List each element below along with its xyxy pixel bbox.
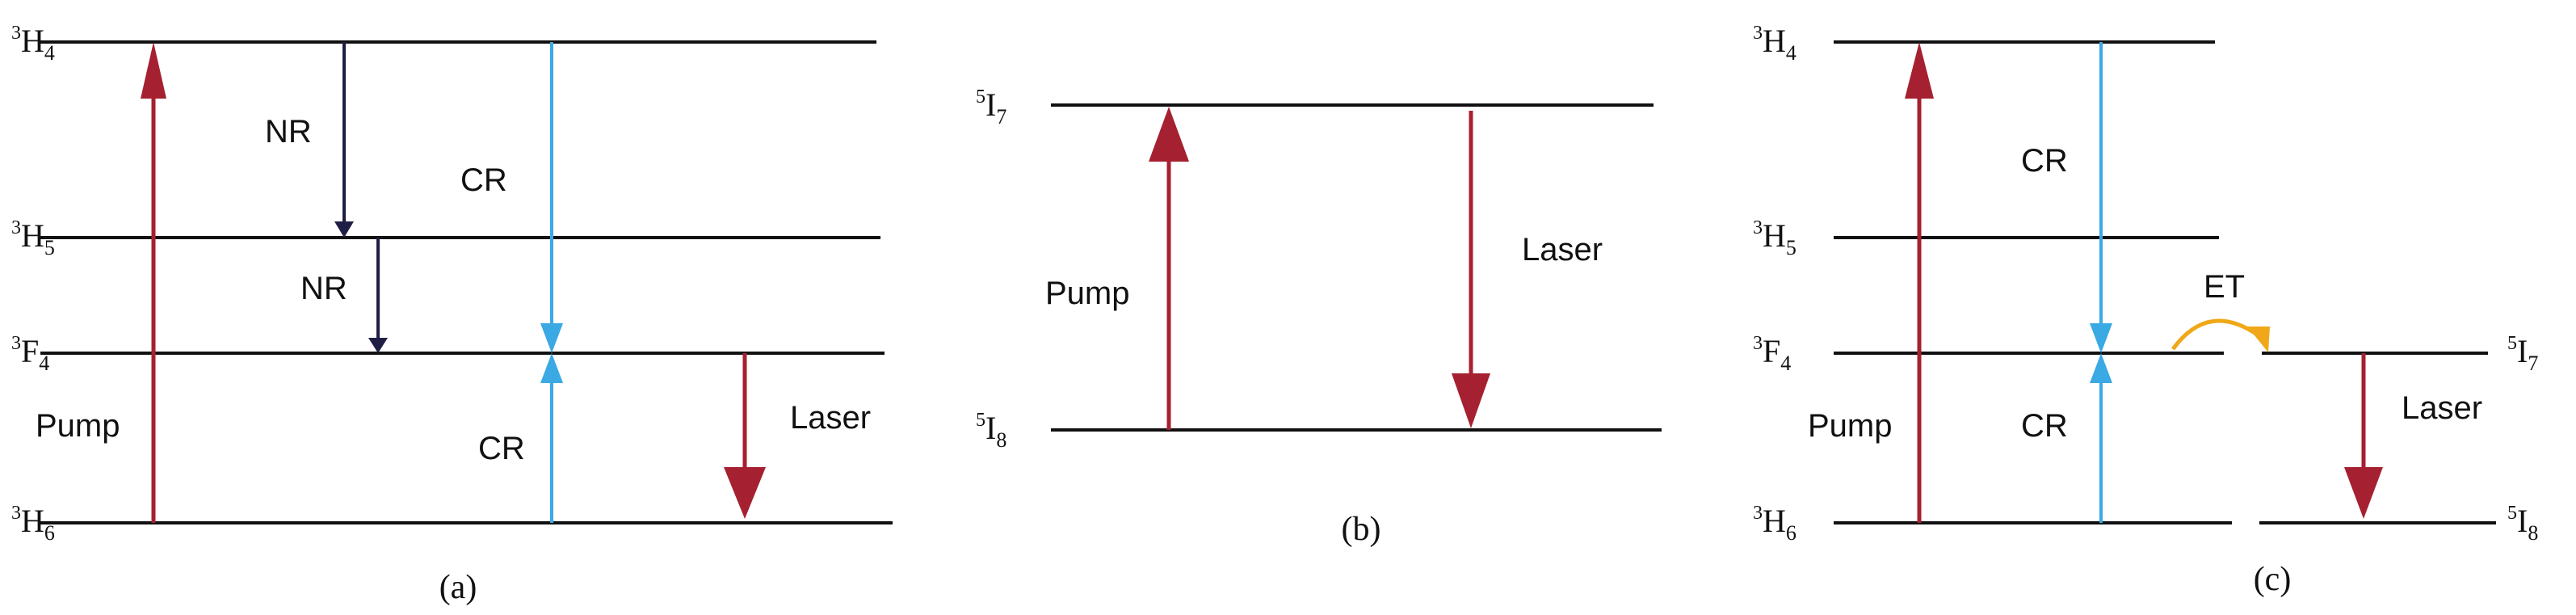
pump-arrow-c xyxy=(1905,42,1934,523)
level-label-c-3h5: 3H5 xyxy=(1753,217,1796,259)
cr-arrow-c-up xyxy=(2090,353,2112,523)
level-label-c-3h4: 3H4 xyxy=(1753,23,1796,65)
level-label-c-3f4: 3F4 xyxy=(1753,333,1791,375)
cr-label-a-top: CR xyxy=(460,162,507,198)
cr-label-c-top: CR xyxy=(2021,143,2068,179)
cr-label-a-bottom: CR xyxy=(478,431,525,466)
cr-arrow-a-down xyxy=(540,42,563,353)
caption-b: (b) xyxy=(1342,511,1381,548)
level-label-a-3h5: 3H5 xyxy=(11,217,55,259)
cr-label-c-bottom: CR xyxy=(2021,408,2068,444)
level-label-a-3f4: 3F4 xyxy=(11,333,49,375)
pump-label-b: Pump xyxy=(1045,276,1130,311)
nr-arrow-a-2 xyxy=(368,238,388,353)
level-label-b-5i7: 5I7 xyxy=(976,86,1006,128)
panel-a: 3H4 3H5 3F4 3H6 Pump NR NR xyxy=(11,23,893,606)
laser-label-b: Laser xyxy=(1522,232,1603,267)
laser-arrow-c xyxy=(2344,353,2383,519)
pump-label-c: Pump xyxy=(1808,408,1893,444)
level-label-c-3h6: 3H6 xyxy=(1753,503,1796,545)
laser-label-c: Laser xyxy=(2402,390,2482,426)
caption-a: (a) xyxy=(439,569,477,606)
caption-c: (c) xyxy=(2254,561,2292,598)
pump-arrow-b xyxy=(1149,107,1189,430)
level-label-c-5i8: 5I8 xyxy=(2507,503,2538,545)
cr-arrow-a-up xyxy=(540,353,563,523)
et-label-c: ET xyxy=(2204,269,2245,305)
et-arrow-c xyxy=(2170,318,2270,352)
level-label-a-3h6: 3H6 xyxy=(11,503,55,545)
panel-b: 5I7 5I8 Pump Laser (b) xyxy=(976,86,1662,548)
nr-arrow-a-1 xyxy=(334,42,354,238)
laser-label-a: Laser xyxy=(790,400,871,436)
level-label-c-5i7: 5I7 xyxy=(2507,333,2538,375)
panel-c: 3H4 3H5 3F4 3H6 5I7 5I8 Pump xyxy=(1753,23,2538,598)
nr-label-a-1: NR xyxy=(265,114,312,150)
level-label-b-5i8: 5I8 xyxy=(976,410,1006,452)
cr-arrow-c-down xyxy=(2090,42,2112,353)
level-label-a-3h4: 3H4 xyxy=(11,23,55,65)
pump-arrow-a xyxy=(141,42,166,523)
nr-label-a-2: NR xyxy=(300,271,347,306)
pump-label-a: Pump xyxy=(36,408,120,444)
laser-arrow-b xyxy=(1452,111,1490,428)
laser-arrow-a xyxy=(724,353,766,519)
